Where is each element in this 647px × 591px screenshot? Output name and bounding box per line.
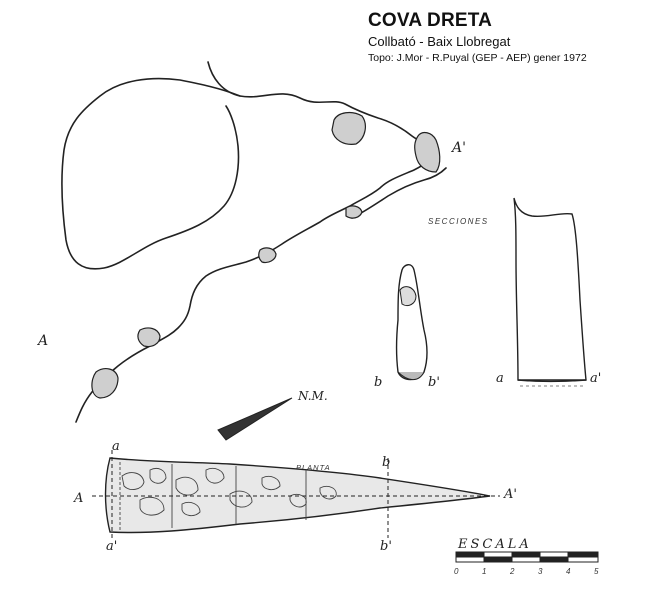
plan-label-A: A	[73, 491, 83, 506]
scale-title: ESCALA	[457, 537, 532, 552]
plan-label-b: b	[382, 455, 390, 470]
plan-label-A-prime: A'	[503, 487, 517, 502]
sections-title: SECCIONES	[428, 217, 489, 226]
map-location: Collbató - Baix Llobregat	[368, 34, 511, 49]
section-a-outline	[513, 197, 587, 383]
section-b-floor	[397, 371, 425, 380]
rock-block	[414, 131, 441, 173]
plan-rocks	[205, 467, 225, 484]
plan-title: PLANTA	[296, 463, 331, 472]
label-A-prime: A'	[450, 140, 466, 156]
scale-tick: 4	[566, 567, 571, 576]
scale-tick: 5	[594, 567, 599, 576]
map-title: COVA DRETA	[368, 10, 493, 31]
plan-rocks	[139, 496, 165, 516]
rock-block	[331, 111, 366, 145]
plan-rocks	[175, 476, 199, 496]
overhang-outline	[61, 77, 241, 270]
plan-rocks	[229, 490, 253, 508]
scale-bar	[455, 551, 599, 563]
plan-label-a-prime: a'	[106, 539, 117, 554]
plan-outline	[104, 457, 491, 534]
plan-label-b-prime: b'	[380, 539, 392, 554]
section-b-outline	[395, 264, 428, 381]
label-a-prime: a'	[590, 371, 601, 386]
label-A: A	[36, 333, 48, 349]
section-b-fill	[399, 286, 417, 307]
north-label: N.M.	[297, 389, 328, 403]
plan-rocks	[121, 472, 145, 490]
scale-tick: 1	[482, 567, 486, 576]
plan-rocks	[181, 501, 201, 517]
plan-rocks	[319, 485, 337, 500]
scale-tick: 3	[538, 567, 543, 576]
rock-block	[137, 327, 161, 348]
plan-rocks	[261, 475, 281, 491]
scale-ticks: 0 1 2 3 4 5	[454, 567, 599, 576]
rock-block	[91, 368, 119, 399]
map-credits: Topo: J.Mor - R.Puyal (GEP - AEP) gener …	[368, 52, 587, 64]
north-arrow-icon	[217, 397, 293, 441]
label-b-prime: b'	[428, 375, 440, 390]
label-b: b	[374, 375, 382, 390]
cliff-outline	[207, 61, 439, 151]
slope-profile	[75, 151, 437, 423]
slope-profile-lower	[351, 167, 447, 219]
rock-block	[258, 247, 277, 264]
plan-label-a: a	[112, 439, 120, 454]
scale-tick: 2	[509, 567, 515, 576]
title-block: COVA DRETA Collbató - Baix Llobregat Top…	[368, 10, 587, 64]
scale-tick: 0	[454, 567, 459, 576]
plan-rocks	[149, 467, 167, 484]
rock-block	[345, 205, 363, 219]
label-a: a	[496, 371, 504, 386]
